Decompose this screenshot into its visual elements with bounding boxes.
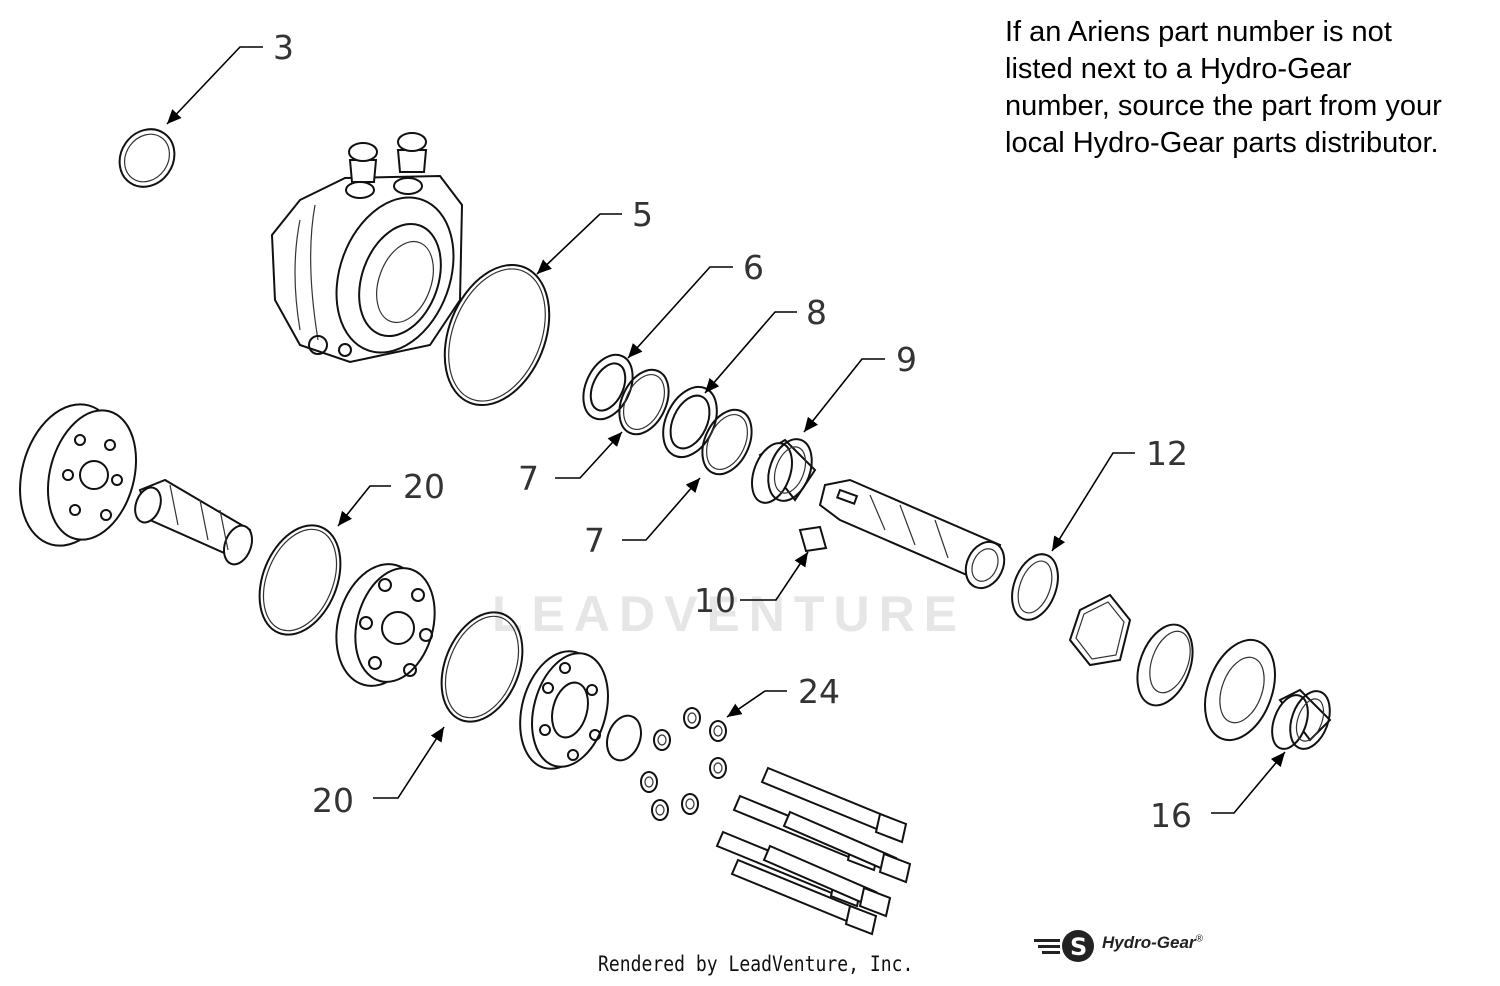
callout-20b: 20 bbox=[312, 781, 354, 820]
callout-20a: 20 bbox=[403, 467, 445, 506]
part-12-washer bbox=[1011, 553, 1059, 621]
gerotor bbox=[335, 563, 436, 687]
leader-lines bbox=[166, 46, 1286, 814]
callout-7a: 7 bbox=[518, 459, 539, 498]
note-line-1: If an Ariens part number is not bbox=[1005, 16, 1392, 48]
watermark: LEADVENTURE bbox=[492, 586, 967, 642]
part-7-washer-a bbox=[618, 368, 670, 436]
hydro-gear-mark-icon: S bbox=[1034, 930, 1094, 962]
part-20-o-ring-upper bbox=[258, 524, 342, 636]
brake-puck bbox=[1136, 623, 1194, 707]
callout-7b: 7 bbox=[584, 521, 605, 560]
hydro-gear-logo: S Hydro-Gear® bbox=[1034, 924, 1234, 968]
callout-3: 3 bbox=[273, 28, 294, 67]
note-line-4: local Hydro-Gear parts distributor. bbox=[1005, 127, 1439, 159]
callout-9: 9 bbox=[896, 340, 917, 379]
check-plug bbox=[606, 714, 642, 762]
part-16-bushing bbox=[1271, 688, 1332, 750]
brake-rotor bbox=[1204, 638, 1276, 742]
part-9-bearing bbox=[751, 438, 817, 504]
sourcing-note: If an Ariens part number is not listed n… bbox=[1005, 14, 1495, 162]
motor-housing bbox=[270, 132, 464, 364]
callout-labels: 3 5 6 8 9 7 7 20 12 10 20 24 16 bbox=[273, 28, 1192, 835]
callout-16: 16 bbox=[1150, 796, 1192, 835]
part-3-o-ring bbox=[118, 128, 176, 188]
splined-shaft bbox=[134, 478, 254, 566]
note-line-3: number, source the part from your bbox=[1005, 90, 1442, 122]
callout-8: 8 bbox=[806, 293, 827, 332]
callout-12: 12 bbox=[1146, 434, 1188, 473]
render-credit: Rendered by LeadVenture, Inc. bbox=[598, 952, 914, 976]
callout-6: 6 bbox=[743, 248, 764, 287]
output-shaft bbox=[818, 478, 1006, 590]
part-24-washers bbox=[640, 707, 727, 821]
svg-text:S: S bbox=[1070, 933, 1087, 961]
callout-5: 5 bbox=[632, 195, 653, 234]
part-7-washer-b bbox=[701, 408, 753, 476]
part-6-seal bbox=[582, 353, 634, 421]
manifold-plate bbox=[519, 650, 609, 770]
callout-10: 10 bbox=[694, 581, 736, 620]
brake-spring bbox=[1068, 593, 1132, 667]
part-10-key bbox=[798, 525, 828, 553]
bolts bbox=[715, 766, 912, 936]
note-line-2: listed next to a Hydro-Gear bbox=[1005, 53, 1352, 85]
callout-24: 24 bbox=[798, 672, 840, 711]
part-20-o-ring-lower bbox=[440, 611, 524, 723]
brand-name: Hydro-Gear® bbox=[1102, 933, 1203, 952]
part-5-o-ring bbox=[443, 263, 551, 407]
end-cover bbox=[19, 403, 138, 547]
